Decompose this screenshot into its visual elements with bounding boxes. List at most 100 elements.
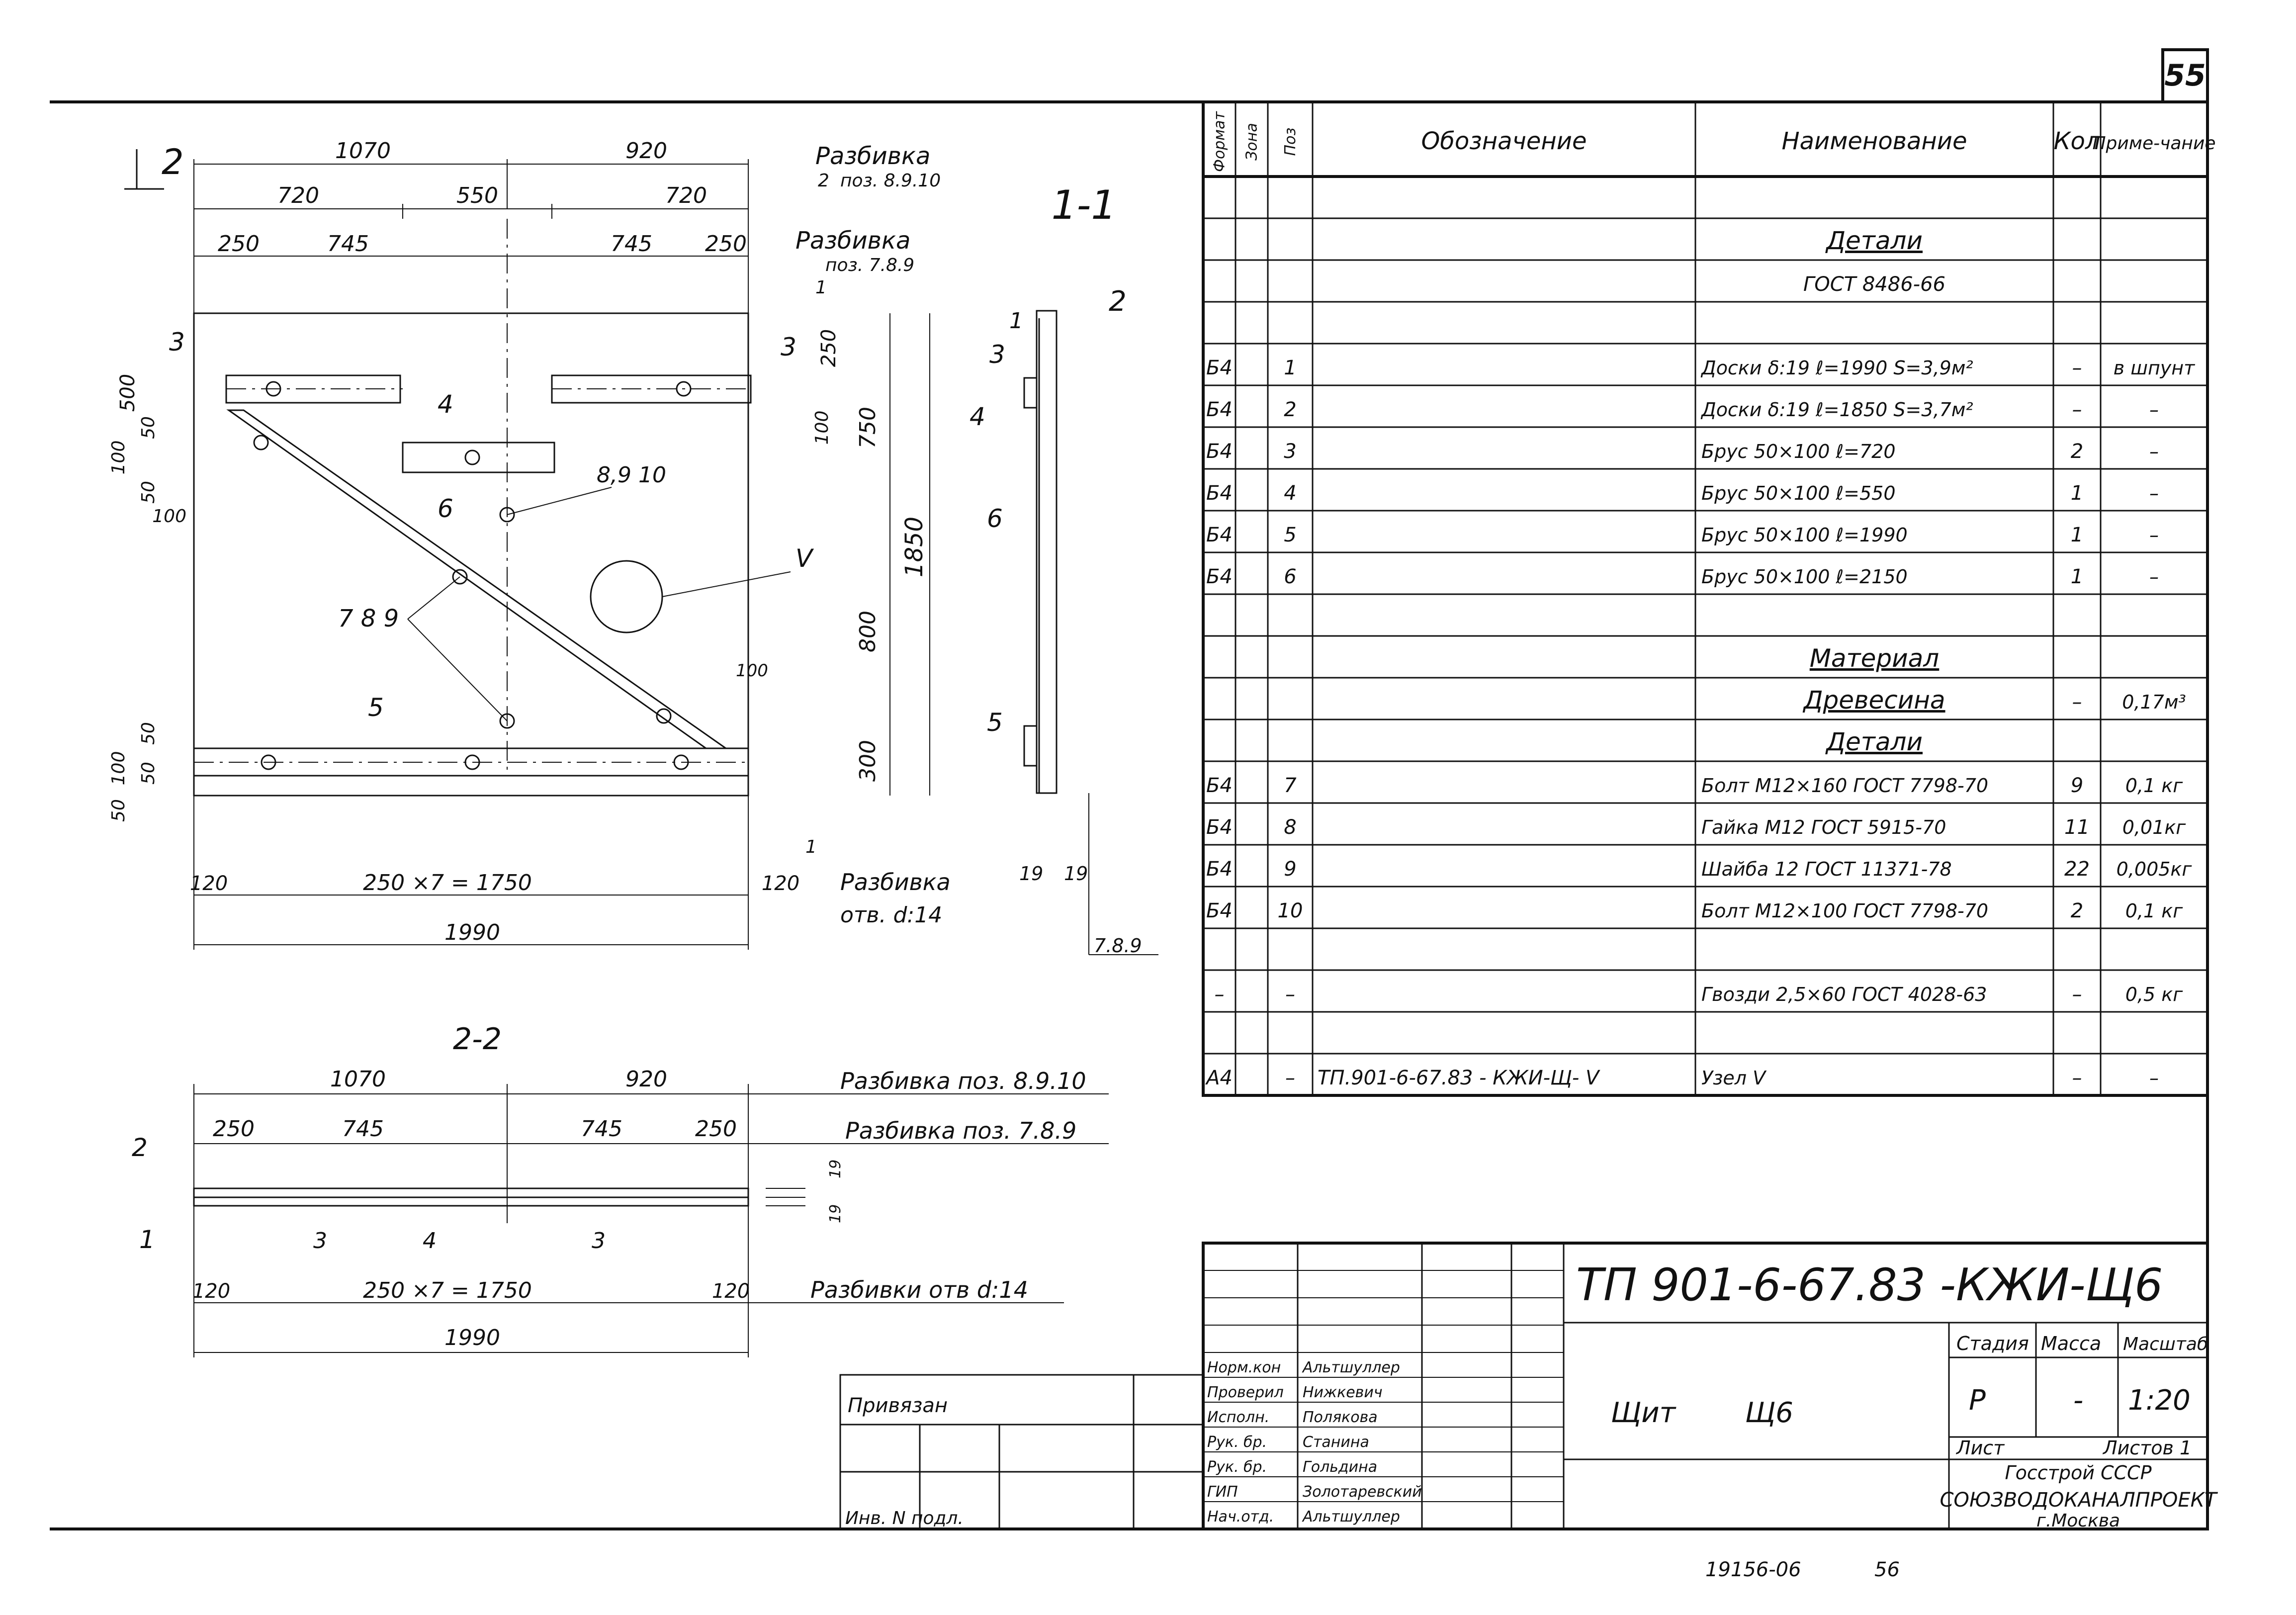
spec-cell-name: Болт М12×160 ГОСТ 7798-70 bbox=[1701, 775, 1988, 797]
spec-cell-fmt: Б4 bbox=[1206, 524, 1233, 546]
v2-callout-1: Разбивка поз. 8.9.10 bbox=[840, 1068, 1086, 1094]
spec-cell-note: – bbox=[2149, 482, 2159, 504]
spec-cell-name: ГОСТ 8486-66 bbox=[1803, 273, 1945, 296]
dim-1070: 1070 bbox=[335, 138, 391, 164]
spec-cell-fmt: Б4 bbox=[1206, 565, 1233, 588]
dim-1750: 250 ×7 = 1750 bbox=[363, 870, 532, 896]
mass-value: - bbox=[2073, 1384, 2083, 1417]
side-thickness-2: 19 bbox=[1064, 863, 1088, 885]
spec-row: Древесина–0,17м³ bbox=[1802, 686, 2186, 715]
spec-header-zone: Зона bbox=[1243, 123, 1261, 161]
spec-cell-note: 0,1 кг bbox=[2125, 775, 2183, 797]
spec-cell-fmt: – bbox=[1215, 983, 1225, 1006]
org-city: г.Москва bbox=[2036, 1511, 2120, 1531]
sheet-number: 55 bbox=[2164, 58, 2206, 93]
sign-role: ГИП bbox=[1207, 1483, 1238, 1501]
spec-cell-pos: 1 bbox=[1284, 357, 1296, 379]
sign-role: Рук. бр. bbox=[1207, 1434, 1267, 1451]
bottom-code: 19156-06 bbox=[1705, 1558, 1801, 1581]
dim-250-right: 250 bbox=[705, 231, 747, 257]
view-title-1-1: 1-1 bbox=[1052, 182, 1117, 228]
v2-thk-2: 19 bbox=[827, 1204, 844, 1223]
spec-cell-qty: – bbox=[2072, 357, 2082, 379]
cut-mark-bottom: 1 bbox=[805, 837, 817, 857]
mass-label: Масса bbox=[2041, 1333, 2101, 1354]
v2-dim-745-right: 745 bbox=[581, 1116, 622, 1142]
panel-outline bbox=[193, 312, 749, 797]
spec-cell-pos: 7 bbox=[1284, 774, 1297, 797]
sign-name: Нижкевич bbox=[1303, 1384, 1383, 1401]
bolt-markers bbox=[253, 381, 692, 770]
spec-header-qty: Кол bbox=[2053, 127, 2100, 155]
spec-cell-fmt: А4 bbox=[1205, 1067, 1233, 1089]
v2-dim-920: 920 bbox=[625, 1067, 667, 1092]
spec-cell-note: – bbox=[2149, 524, 2159, 546]
label-V: V bbox=[795, 544, 814, 573]
spec-cell-note: 0,005кг bbox=[2117, 858, 2193, 880]
dim-100-c: 100 bbox=[108, 751, 129, 786]
bottom-page: 56 bbox=[1874, 1558, 1900, 1581]
dim-250-left: 250 bbox=[218, 231, 260, 257]
v2-label-2: 2 bbox=[132, 1133, 148, 1162]
side-label-3: 3 bbox=[989, 340, 1005, 369]
sheet-label: Лист bbox=[1955, 1437, 2005, 1459]
dim-800: 800 bbox=[855, 611, 881, 652]
spec-cell-qty: 22 bbox=[2064, 858, 2090, 881]
plan-view-2-2: 2-2 1070 920 250 745 745 250 120 250 ×7 … bbox=[132, 1022, 1109, 1357]
dim-50-c: 50 bbox=[138, 722, 159, 745]
spec-header-desig: Обозначение bbox=[1421, 127, 1587, 155]
callout-top: Разбивка bbox=[815, 142, 930, 170]
v2-dim-745-left: 745 bbox=[342, 1116, 384, 1142]
spec-cell-name: Узел V bbox=[1701, 1067, 1767, 1089]
spec-header-note: Приме-чание bbox=[2092, 133, 2215, 154]
sign-role: Исполн. bbox=[1207, 1409, 1269, 1426]
callout-mid-sub: поз. 7.8.9 bbox=[825, 255, 914, 275]
front-view: 1070 920 720 550 720 250 745 745 250 120… bbox=[108, 138, 1116, 950]
spec-cell-note: 0,17м³ bbox=[2122, 691, 2186, 713]
label-5: 5 bbox=[368, 693, 384, 722]
spec-cell-fmt: Б4 bbox=[1206, 357, 1233, 379]
label-4: 4 bbox=[438, 390, 453, 419]
spec-cell-fmt: Б4 bbox=[1206, 440, 1233, 463]
label-3-left: 3 bbox=[169, 328, 185, 357]
spec-cell-qty: – bbox=[2072, 691, 2082, 714]
callout-top-sub: поз. 8.9.10 bbox=[840, 171, 941, 191]
spec-cell-fmt: Б4 bbox=[1206, 899, 1233, 922]
side-section-view: 2 1 3 4 6 5 19 19 7.8.9 bbox=[970, 285, 1158, 957]
v2-label-4: 4 bbox=[423, 1228, 437, 1254]
spec-cell-note: 0,01кг bbox=[2122, 816, 2187, 838]
dim-120-right: 120 bbox=[762, 872, 799, 895]
side-label-2: 2 bbox=[1109, 285, 1127, 318]
sign-role: Норм.кон bbox=[1207, 1359, 1281, 1376]
sheets-label: Листов 1 bbox=[2102, 1437, 2192, 1459]
sign-name: Альтшуллер bbox=[1302, 1359, 1400, 1376]
dim-500: 500 bbox=[116, 374, 139, 412]
spec-header-fmt: Формат bbox=[1211, 111, 1229, 172]
cut-mark-top: 1 bbox=[815, 277, 827, 298]
view-title-2-2: 2-2 bbox=[453, 1022, 502, 1057]
callout-bottom: Разбивка bbox=[840, 869, 951, 896]
side-label-1: 1 bbox=[1009, 308, 1023, 334]
spec-cell-fmt: Б4 bbox=[1206, 816, 1233, 839]
sign-role: Проверил bbox=[1207, 1384, 1284, 1401]
spec-cell-pos: 6 bbox=[1284, 565, 1296, 588]
spec-cell-name: Гвозди 2,5×60 ГОСТ 4028-63 bbox=[1701, 984, 1987, 1005]
spec-cell-pos: 4 bbox=[1284, 482, 1296, 505]
spec-cell-name: Болт М12×100 ГОСТ 7798-70 bbox=[1701, 900, 1988, 922]
spec-header-pos: Поз bbox=[1282, 128, 1299, 156]
sign-name: Полякова bbox=[1303, 1409, 1378, 1426]
title-name-left: Щит bbox=[1611, 1397, 1677, 1429]
spec-cell-note: – bbox=[2149, 566, 2159, 588]
spec-cell-qty: 2 bbox=[2071, 899, 2083, 922]
v2-label-3-right: 3 bbox=[592, 1228, 606, 1254]
